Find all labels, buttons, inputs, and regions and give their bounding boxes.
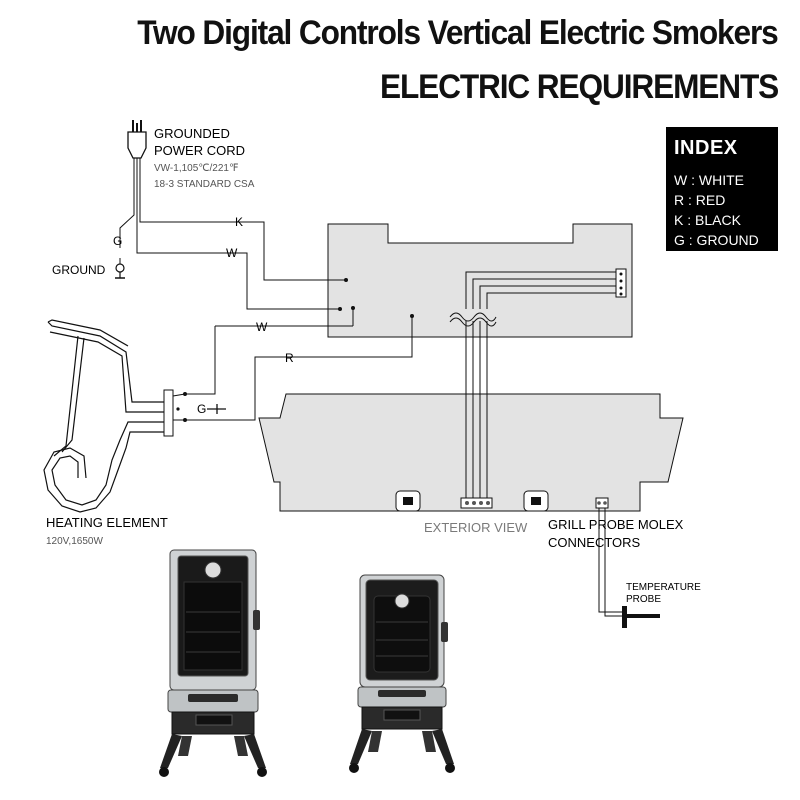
index-item-black: K : BLACK bbox=[674, 212, 741, 228]
molex-connector-icon bbox=[595, 497, 609, 509]
wire-white-supply bbox=[136, 205, 340, 310]
heater-terminals bbox=[176, 392, 187, 422]
wire-white-heater bbox=[185, 326, 216, 395]
wire-color-index: INDEX W : WHITE R : RED K : BLACK G : GR… bbox=[666, 127, 778, 251]
heating-element-spec: 120V,1650W bbox=[46, 536, 103, 547]
index-heading: INDEX bbox=[674, 137, 738, 159]
probe-wire bbox=[598, 508, 624, 617]
ground-icon bbox=[115, 263, 125, 279]
page-title: Two Digital Controls Vertical Electric S… bbox=[137, 14, 780, 52]
index-item-ground: G : GROUND bbox=[674, 232, 759, 248]
power-plug-icon bbox=[127, 120, 147, 159]
box-connector-pins bbox=[619, 272, 623, 296]
box-connector-icon bbox=[615, 268, 627, 298]
wire-label-red: R bbox=[285, 351, 294, 365]
power-cord-spec: VW-1,105℃/221℉ bbox=[154, 163, 239, 174]
exterior-view-label: EXTERIOR VIEW bbox=[424, 520, 528, 535]
molex-pins bbox=[597, 501, 607, 505]
power-cord bbox=[133, 158, 141, 205]
heating-element-label: HEATING ELEMENT bbox=[46, 515, 168, 530]
molex-label: GRILL PROBE MOLEX bbox=[548, 517, 684, 532]
internal-box-wires bbox=[215, 308, 354, 327]
ground-letter: G bbox=[113, 234, 122, 248]
smoker-short-illustration bbox=[349, 574, 455, 773]
control-box-panel bbox=[327, 223, 633, 338]
wire-label-white-supply: W bbox=[226, 246, 238, 260]
wire-label-black: K bbox=[235, 215, 243, 229]
index-item-red: R : RED bbox=[674, 192, 726, 208]
page-subtitle: ELECTRIC REQUIREMENTS bbox=[379, 68, 779, 106]
power-cord-label-2: POWER CORD bbox=[154, 143, 245, 158]
wire-black bbox=[139, 205, 346, 281]
probe-harness bbox=[465, 271, 620, 498]
molex-label-2: CONNECTORS bbox=[548, 535, 641, 550]
foot-left-hole bbox=[403, 497, 413, 505]
ground-label: GROUND bbox=[52, 263, 106, 277]
wire-label-white-heater: W bbox=[256, 320, 268, 334]
heater-terminal-plate bbox=[163, 389, 174, 437]
body-connector-icon bbox=[460, 497, 493, 509]
heater-terminal-leads bbox=[172, 393, 186, 421]
harness-break-icon bbox=[449, 309, 497, 327]
smoker-tall-illustration bbox=[159, 549, 267, 777]
probe-label: TEMPERATURE bbox=[626, 582, 701, 593]
power-cord-label: GROUNDED bbox=[154, 126, 230, 141]
heating-element-icon bbox=[43, 319, 165, 513]
terminal-white bbox=[338, 307, 342, 311]
foot-right-hole bbox=[531, 497, 541, 505]
power-cord-spec-2: 18-3 STANDARD CSA bbox=[154, 179, 255, 190]
heater-ground-icon bbox=[207, 404, 226, 414]
wire-ground-cord bbox=[119, 205, 135, 264]
wire-label-ground-heater: G bbox=[197, 402, 206, 416]
temperature-probe-icon bbox=[622, 606, 660, 628]
terminal-white-out bbox=[351, 306, 355, 310]
probe-label-2: PROBE bbox=[626, 594, 661, 605]
index-item-white: W : WHITE bbox=[674, 172, 744, 188]
exterior-body-panel bbox=[258, 393, 684, 512]
terminal-black bbox=[344, 278, 348, 282]
body-connector-pins bbox=[465, 501, 490, 505]
wire-red bbox=[185, 316, 413, 421]
